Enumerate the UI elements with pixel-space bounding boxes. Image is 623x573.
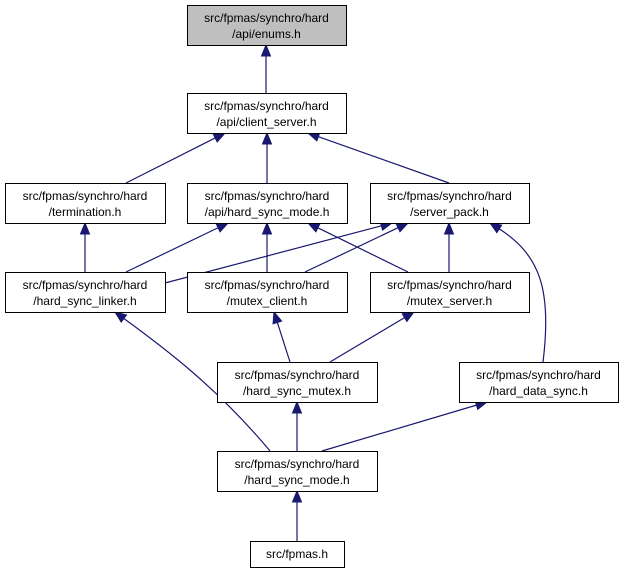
node-server-pack[interactable]: src/fpmas/synchro/hard/server_pack.h (370, 183, 530, 224)
node-label-file: /mutex_client.h (227, 294, 308, 308)
arrowhead (113, 311, 128, 324)
node-box (370, 183, 530, 224)
node-label-file: /hard_sync_mode.h (244, 473, 349, 487)
node-label-file: /api/client_server.h (216, 115, 316, 129)
node-label-path: src/fpmas/synchro/hard (204, 99, 329, 113)
node-client-server[interactable]: src/fpmas/synchro/hard/api/client_server… (187, 93, 347, 134)
node-box (5, 183, 166, 224)
edge-line (276, 322, 291, 363)
edge-hard_sync_mode-to-hard_sync_linker (113, 311, 271, 452)
edge-hard_sync_mode-to-hard_sync_mutex (291, 400, 303, 451)
node-box (217, 362, 378, 403)
edge-line (318, 136, 450, 184)
edge-hard_sync_mutex-to-mutex_client (272, 310, 291, 363)
edge-mutex_client-to-hard_sync_mode_api (261, 221, 273, 272)
edges-layer (79, 43, 547, 541)
node-label-path: src/fpmas/synchro/hard (205, 189, 330, 203)
node-label-path: src/fpmas/synchro/hard (476, 368, 601, 382)
node-box (187, 93, 347, 134)
edge-client_server-to-enums (260, 43, 272, 93)
node-box (187, 183, 348, 224)
node-hard-sync-linker[interactable]: src/fpmas/synchro/hard/hard_sync_linker.… (5, 272, 166, 313)
node-fpmas[interactable]: src/fpmas.h (250, 541, 345, 568)
arrowhead (488, 222, 503, 234)
node-label-path: src/fpmas/synchro/hard (205, 278, 330, 292)
node-termination[interactable]: src/fpmas/synchro/hard/termination.h (5, 183, 166, 224)
edge-line (321, 404, 477, 452)
nodes-layer: src/fpmas/synchro/hard/api/enums.hsrc/fp… (5, 5, 619, 568)
node-enums: src/fpmas/synchro/hard/api/enums.h (187, 5, 347, 46)
edge-line (329, 317, 405, 363)
node-label-path: src/fpmas/synchro/hard (204, 11, 329, 25)
node-label-file: /hard_data_sync.h (489, 384, 588, 398)
node-label-path: src/fpmas/synchro/hard (23, 278, 148, 292)
arrowhead (291, 489, 303, 503)
node-box (5, 272, 166, 313)
arrowhead (272, 310, 283, 325)
edge-line (125, 227, 219, 273)
edge-hard_sync_linker-to-hard_sync_mode_api (125, 222, 230, 273)
node-box (459, 362, 619, 403)
node-label-path: src/fpmas/synchro/hard (235, 457, 360, 471)
node-label-path: src/fpmas.h (266, 547, 328, 561)
node-hard-data-sync[interactable]: src/fpmas/synchro/hard/hard_data_sync.h (459, 362, 619, 403)
edge-line (304, 227, 399, 273)
node-mutex-client[interactable]: src/fpmas/synchro/hard/mutex_client.h (187, 272, 348, 313)
edge-fpmas-to-hard_sync_mode (291, 489, 303, 541)
edge-line (125, 137, 216, 184)
node-hard-sync-mode[interactable]: src/fpmas/synchro/hard/hard_sync_mode.h (217, 451, 378, 492)
edge-hard_data_sync-to-server_pack (488, 222, 547, 363)
node-box (217, 451, 378, 492)
edge-hard_sync_mode_api-to-client_server (261, 131, 273, 183)
edge-hard_sync_linker-to-termination (79, 221, 91, 272)
edge-hard_sync_mode-to-hard_data_sync (321, 400, 489, 452)
arrowhead (291, 400, 303, 414)
node-label-file: /mutex_server.h (407, 294, 492, 308)
node-label-path: src/fpmas/synchro/hard (23, 189, 148, 203)
node-box (250, 541, 345, 568)
arrowhead (261, 221, 273, 235)
node-label-path: src/fpmas/synchro/hard (235, 368, 360, 382)
node-label-path: src/fpmas/synchro/hard (387, 278, 512, 292)
arrowhead (260, 43, 272, 57)
edge-line (498, 228, 547, 363)
edge-mutex_server-to-server_pack (443, 221, 455, 272)
arrowhead (215, 222, 230, 233)
arrowhead (261, 131, 273, 145)
node-label-file: /hard_sync_mutex.h (243, 384, 351, 398)
node-label-file: /hard_sync_linker.h (33, 294, 136, 308)
arrowhead (401, 311, 416, 323)
node-hard-sync-mutex[interactable]: src/fpmas/synchro/hard/hard_sync_mutex.h (217, 362, 378, 403)
edge-line (317, 227, 409, 273)
node-label-file: /termination.h (49, 205, 122, 219)
node-label-file: /api/hard_sync_mode.h (205, 205, 330, 219)
node-box (187, 5, 347, 46)
edge-server_pack-to-client_server (306, 131, 450, 184)
node-hard-sync-mode-api[interactable]: src/fpmas/synchro/hard/api/hard_sync_mod… (187, 183, 348, 224)
arrowhead (306, 222, 321, 233)
node-label-path: src/fpmas/synchro/hard (387, 189, 512, 203)
edge-hard_sync_mutex-to-mutex_server (329, 311, 416, 363)
node-box (187, 272, 348, 313)
edge-line (123, 318, 271, 452)
edge-termination-to-client_server (125, 132, 227, 184)
arrowhead (79, 221, 91, 235)
node-label-file: /api/enums.h (232, 27, 301, 41)
node-label-file: /server_pack.h (410, 205, 489, 219)
arrowhead (212, 132, 227, 143)
arrowhead (395, 222, 410, 233)
arrowhead (443, 221, 455, 235)
node-box (370, 272, 530, 313)
node-mutex-server[interactable]: src/fpmas/synchro/hard/mutex_server.h (370, 272, 530, 313)
